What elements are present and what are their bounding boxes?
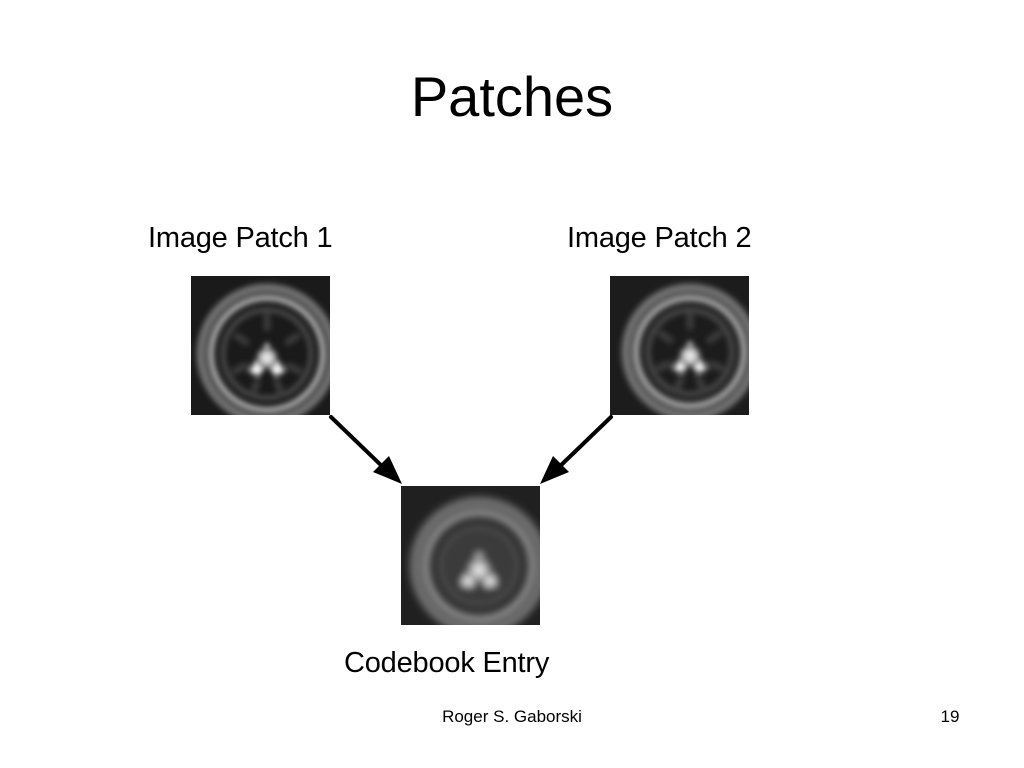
codebook-entry-label: Codebook Entry [344,647,550,679]
arrow-patch-2-to-codebook [540,415,613,484]
slide-title: Patches [410,65,614,128]
image-patch-2 [610,276,749,415]
image-patch-2-label: Image Patch 2 [567,222,752,254]
wheel-patch-image [610,276,749,415]
image-patch-1 [191,276,330,415]
codebook-entry-patch [401,486,540,625]
page-number: 19 [940,707,960,726]
wheel-patch-image [191,276,330,415]
image-patch-1-label: Image Patch 1 [148,222,333,254]
arrow-patch-1-to-codebook [329,415,402,484]
footer-author: Roger S. Gaborski [442,707,582,726]
wheel-patch-image [401,486,540,625]
